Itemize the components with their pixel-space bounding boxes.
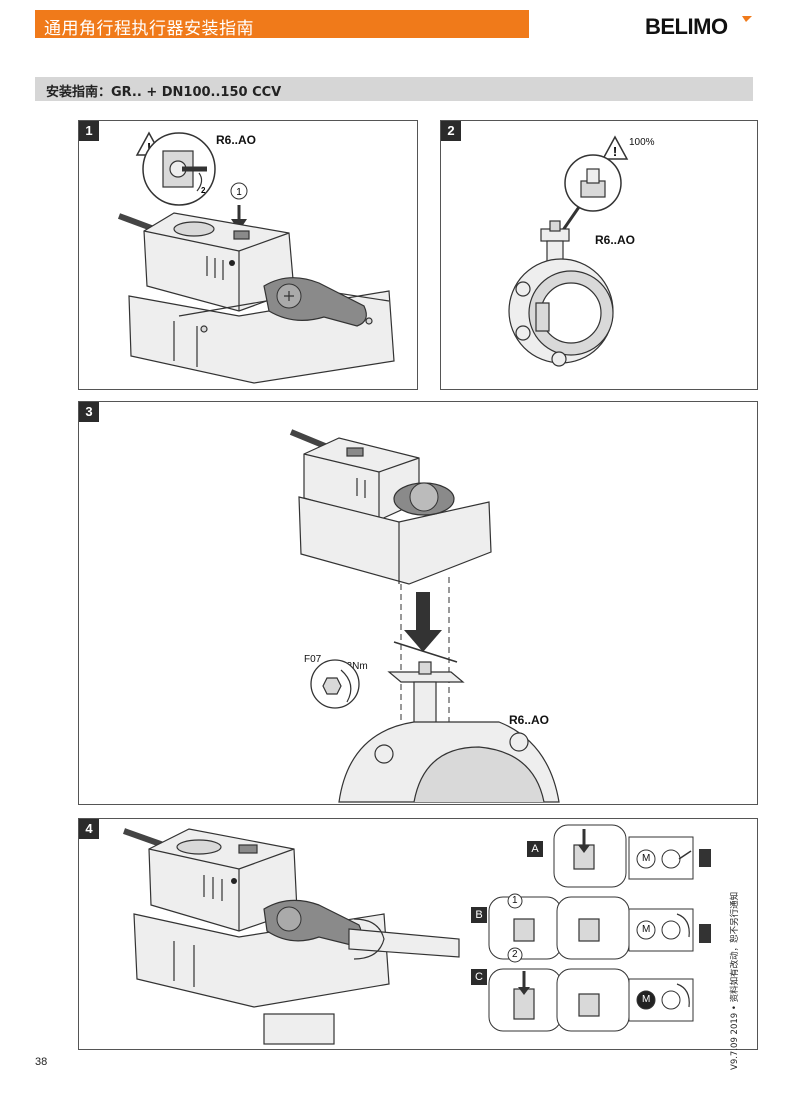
step-3-panel: 3 F07 22Nm 13 R6..AO <box>78 401 758 805</box>
step-1-illustration: ! 2 1 <box>117 131 395 384</box>
step-2-percent: 100% <box>629 137 655 148</box>
section-title: 安装指南：GR.. + DN100..150 CCV <box>46 85 282 100</box>
section-bar <box>35 77 753 101</box>
brand-name: BELIMO <box>645 14 728 39</box>
flange-label: F07 <box>304 654 322 665</box>
step-1-valve-label: R6..AO <box>216 133 257 147</box>
svg-text:!: ! <box>613 144 617 159</box>
step-2-number: 2 <box>441 121 461 141</box>
step-4-illustration <box>122 824 711 1045</box>
svg-text:2: 2 <box>201 186 206 195</box>
step-4-panel: 4 <box>78 818 758 1050</box>
svg-text:!: ! <box>147 140 151 155</box>
callout-1: 1 <box>512 895 518 906</box>
step-1-panel: 1 R6..AO ! 2 1 <box>78 120 418 390</box>
svg-text:1: 1 <box>236 187 242 198</box>
header-bar <box>35 10 529 38</box>
motor-symbol-c: M <box>642 994 651 1005</box>
step-3-illustration <box>289 429 560 803</box>
mode-a-label: A <box>527 841 543 857</box>
mode-b-label: B <box>471 907 487 923</box>
step-3-valve-label: R6..AO <box>509 713 550 727</box>
motor-symbol-a: M <box>642 853 651 864</box>
page-title: 通用角行程执行器安装指南 <box>44 19 254 39</box>
motor-symbol-b: M <box>642 924 651 935</box>
revision-note: V9.7.09 2019 • 资料如有改动，恕不另行通知 <box>730 891 740 1070</box>
logo-accent-icon <box>742 16 752 22</box>
callout-2: 2 <box>512 949 518 960</box>
step-2-illustration: ! <box>508 135 629 367</box>
step-1-number: 1 <box>79 121 99 141</box>
step-2-valve-label: R6..AO <box>595 233 636 247</box>
page-number: 38 <box>35 1056 48 1068</box>
step-3-number: 3 <box>79 402 99 422</box>
step-2-panel: 2 100% R6..AO ! <box>440 120 758 390</box>
step-4-number: 4 <box>79 819 99 839</box>
belimo-logo: BELIMO <box>645 12 760 42</box>
torque-label: 22Nm <box>341 661 368 672</box>
mode-c-label: C <box>471 969 487 985</box>
